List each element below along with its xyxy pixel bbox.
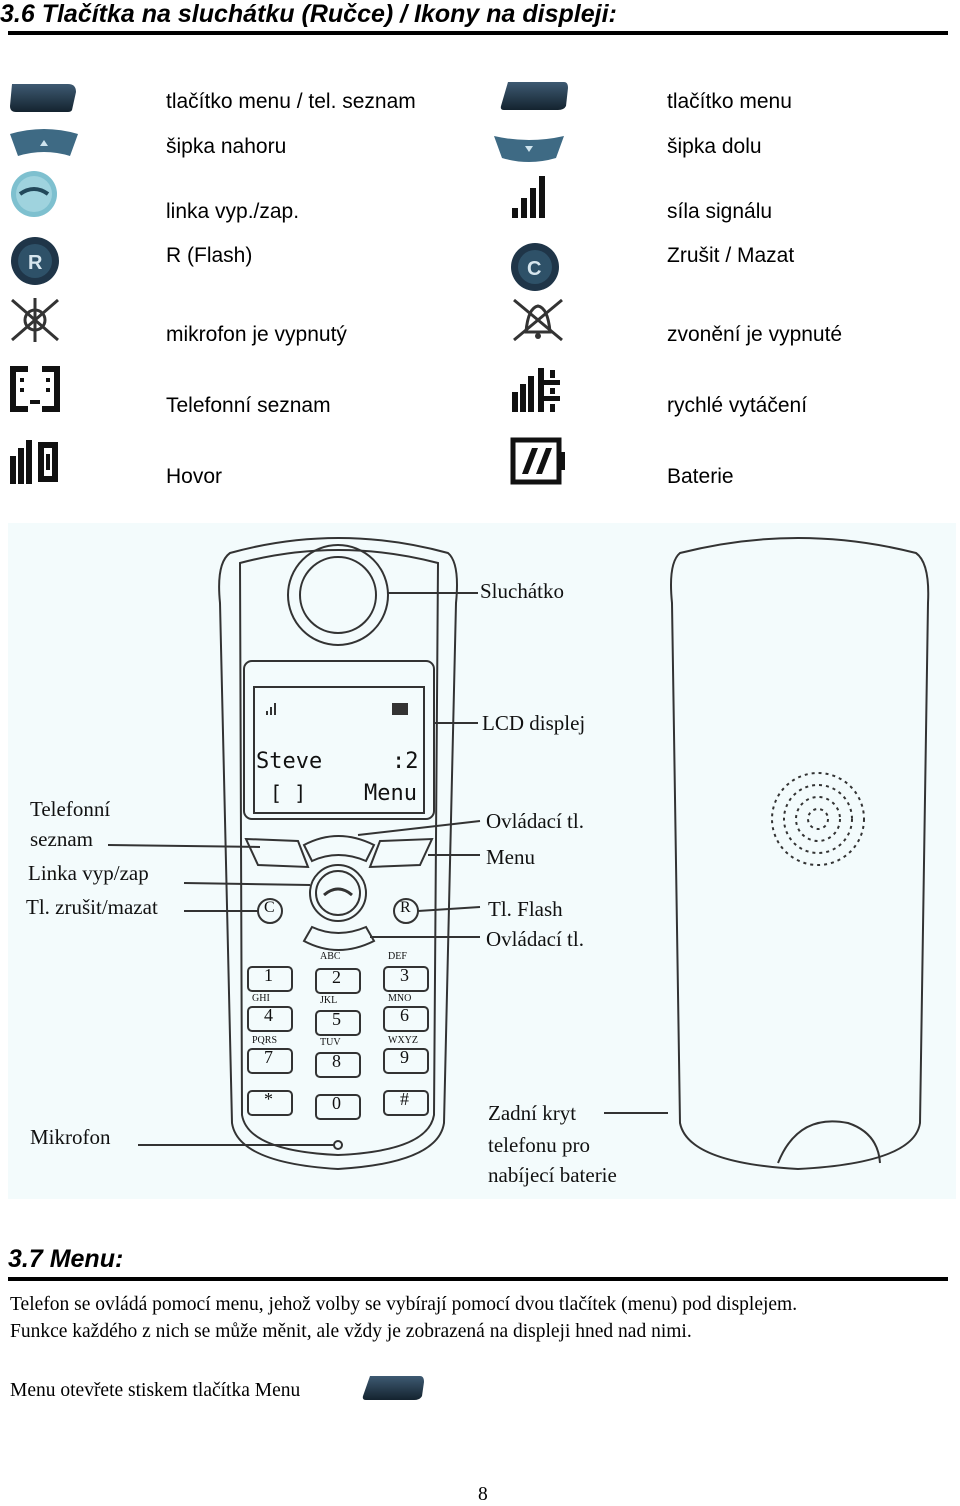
legend-label: tlačítko menu (667, 90, 792, 113)
diagram-c-key: C (264, 899, 275, 916)
svg-text:C: C (527, 258, 541, 280)
key-digit: 8 (332, 1051, 341, 1071)
key-letters: MNO (388, 993, 412, 1004)
legend-label: šipka dolu (667, 135, 762, 158)
legend-label: Baterie (667, 465, 734, 488)
section-heading-36: 3.6 Tlačítka na sluchátku (Ručce) / Ikon… (0, 0, 617, 28)
key-digit: 4 (264, 1005, 273, 1025)
label-back-cover: telefonu pro (488, 1133, 591, 1157)
battery-icon (510, 437, 565, 485)
key-digit: 1 (264, 965, 273, 985)
open-menu-text: Menu otevřete stiskem tlačítka Menu (10, 1380, 301, 1401)
key-letters: GHI (252, 993, 270, 1004)
c-cancel-key-icon: C (511, 243, 559, 291)
ringer-off-icon (513, 298, 563, 342)
legend-label: linka vyp./zap. (166, 200, 300, 223)
phonebook-display-icon (10, 366, 60, 412)
page-number: 8 (478, 1484, 488, 1505)
paragraph-line: Telefon se ovládá pomocí menu, jehož vol… (10, 1294, 798, 1315)
heading-rule (8, 31, 948, 35)
legend-label: Zrušit / Mazat (667, 244, 795, 267)
heading-rule (8, 1277, 948, 1281)
legend-label: šipka nahoru (166, 135, 287, 158)
label-mic: Mikrofon (30, 1125, 111, 1149)
key-digit: 5 (332, 1009, 341, 1029)
menu-phonebook-key-icon (10, 84, 76, 112)
label-menu: Menu (486, 845, 535, 869)
label-back-cover: Zadní kryt (488, 1101, 577, 1125)
mic-muted-icon (11, 298, 59, 342)
key-letters: TUV (320, 1037, 341, 1048)
paragraph-line: Funkce každého z nich se může měnit, ale… (10, 1321, 692, 1342)
label-cancel: Tl. zrušit/mazat (26, 895, 158, 919)
legend-label: mikrofon je vypnutý (166, 323, 347, 346)
key-digit: 3 (400, 965, 409, 985)
handset-drawing (107, 537, 930, 1171)
legend-label: tlačítko menu / tel. seznam (166, 90, 416, 113)
label-control: Ovládací tl. (486, 809, 584, 833)
signal-strength-icon (512, 176, 545, 218)
menu-key-icon (362, 1376, 424, 1400)
key-letters: ABC (320, 951, 341, 962)
label-lcd: LCD displej (482, 711, 586, 735)
key-digit: 6 (400, 1005, 409, 1025)
key-digit: 2 (332, 967, 341, 987)
label-back-cover: nabíjecí baterie (488, 1163, 617, 1187)
key-digit: 7 (264, 1047, 273, 1067)
key-digit: * (264, 1089, 273, 1109)
key-letters: WXYZ (388, 1035, 418, 1046)
lcd-menu: Menu (364, 781, 417, 806)
key-digit: 0 (332, 1093, 341, 1113)
legend-label: zvonění je vypnuté (667, 323, 843, 346)
arrow-down-key-icon (494, 136, 564, 162)
handset-diagram: Steve :2 Menu [ ] 1 2 3 4 5 6 7 8 9 * 0 … (8, 523, 956, 1199)
legend-label: Hovor (166, 465, 223, 488)
legend-label: R (Flash) (166, 244, 253, 267)
label-flash: Tl. Flash (488, 897, 563, 921)
label-control: Ovládací tl. (486, 927, 584, 951)
key-letters: JKL (320, 995, 338, 1006)
diagram-r-key: R (400, 899, 411, 916)
lcd-name: Steve (256, 749, 323, 774)
label-phonebook: Telefonní (30, 797, 111, 821)
svg-text:R: R (28, 252, 43, 274)
key-letters: DEF (388, 951, 407, 962)
speed-dial-icon (512, 368, 560, 412)
label-earpiece: Sluchátko (480, 579, 564, 603)
legend-label: rychlé vytáčení (667, 394, 808, 417)
legend-label: síla signálu (667, 200, 773, 223)
call-display-icon (10, 440, 58, 484)
arrow-up-key-icon (10, 129, 78, 156)
legend-label: Telefonní seznam (166, 394, 331, 417)
menu-key-icon (500, 82, 568, 110)
lcd-call-count: :2 (392, 749, 419, 774)
line-key-icon (11, 171, 57, 217)
label-phonebook: seznam (30, 827, 93, 851)
r-flash-key-icon: R (11, 237, 59, 285)
label-line: Linka vyp/zap (28, 861, 149, 885)
section-heading-37: 3.7 Menu: (8, 1245, 124, 1273)
key-digit: # (400, 1089, 409, 1109)
lcd-phonebook-icon: [ ] (270, 781, 307, 805)
key-digit: 9 (400, 1047, 409, 1067)
key-letters: PQRS (252, 1035, 278, 1046)
